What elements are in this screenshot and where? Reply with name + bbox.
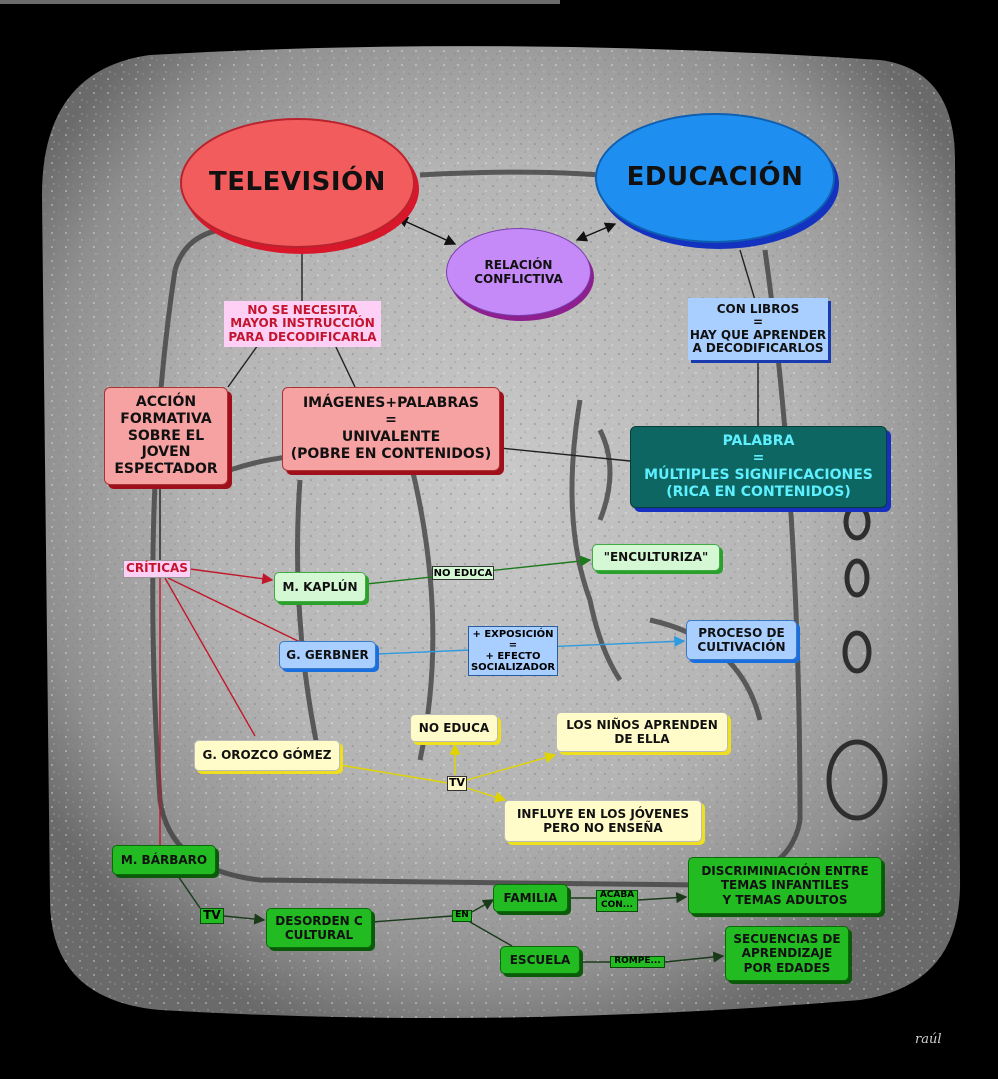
acaba-label: ACABA CON...	[596, 890, 638, 912]
relation-node: RELACIÓN CONFLICTIVA	[446, 228, 591, 316]
desorden-box[interactable]: DESORDEN C CULTURAL	[266, 908, 372, 948]
books-label: CON LIBROS = HAY QUE APRENDER A DECODIFI…	[688, 298, 828, 360]
word-box: PALABRA = MÚLTIPLES SIGNIFICACIONES (RIC…	[630, 426, 887, 508]
no-educa-link-label: NO EDUCA	[432, 566, 494, 580]
familia-box[interactable]: FAMILIA	[493, 884, 568, 912]
cultivation-box[interactable]: PROCESO DE CULTIVACIÓN	[686, 620, 797, 660]
enculturiza-box[interactable]: "ENCULTURIZA"	[592, 544, 720, 571]
rompe-label: ROMPE...	[610, 956, 665, 968]
discrimination-box[interactable]: DISCRIMINIACIÓN ENTRE TEMAS INFANTILES Y…	[688, 857, 882, 914]
escuela-box[interactable]: ESCUELA	[500, 946, 580, 974]
images-words-box: IMÁGENES+PALABRAS = UNIVALENTE (POBRE EN…	[282, 387, 500, 471]
education-node: EDUCACIÓN	[595, 113, 835, 243]
tv-relation-link	[396, 216, 457, 246]
television-node: TELEVISIÓN	[180, 118, 415, 248]
tv-green-label: TV	[200, 908, 224, 924]
no-educa-box[interactable]: NO EDUCA	[410, 714, 498, 742]
no-instruction-label: NO SE NECESITA MAYOR INSTRUCCIÓN PARA DE…	[224, 301, 381, 347]
kaplun-box[interactable]: M. KAPLÚN	[274, 572, 366, 602]
tv-yellow-label: TV	[447, 776, 467, 791]
criticisms-label: CRÍTICAS	[123, 560, 191, 578]
en-label: EN	[452, 910, 472, 922]
formative-action-box: ACCIÓN FORMATIVA SOBRE EL JOVEN ESPECTAD…	[104, 387, 228, 485]
sequences-box[interactable]: SECUENCIAS DE APRENDIZAJE POR EDADES	[725, 926, 849, 981]
children-learn-box[interactable]: LOS NIÑOS APRENDEN DE ELLA	[556, 712, 728, 752]
barbaro-box[interactable]: M. BÁRBARO	[112, 845, 216, 875]
gerbner-box[interactable]: G. GERBNER	[279, 641, 376, 669]
orozco-box[interactable]: G. OROZCO GÓMEZ	[194, 740, 340, 771]
influye-box[interactable]: INFLUYE EN LOS JÓVENES PERO NO ENSEÑA	[504, 800, 702, 842]
education-relation-link	[575, 222, 617, 242]
exposure-label: + EXPOSICIÓN = + EFECTO SOCIALIZADOR	[468, 626, 558, 676]
author-signature: raúl	[915, 1032, 942, 1047]
